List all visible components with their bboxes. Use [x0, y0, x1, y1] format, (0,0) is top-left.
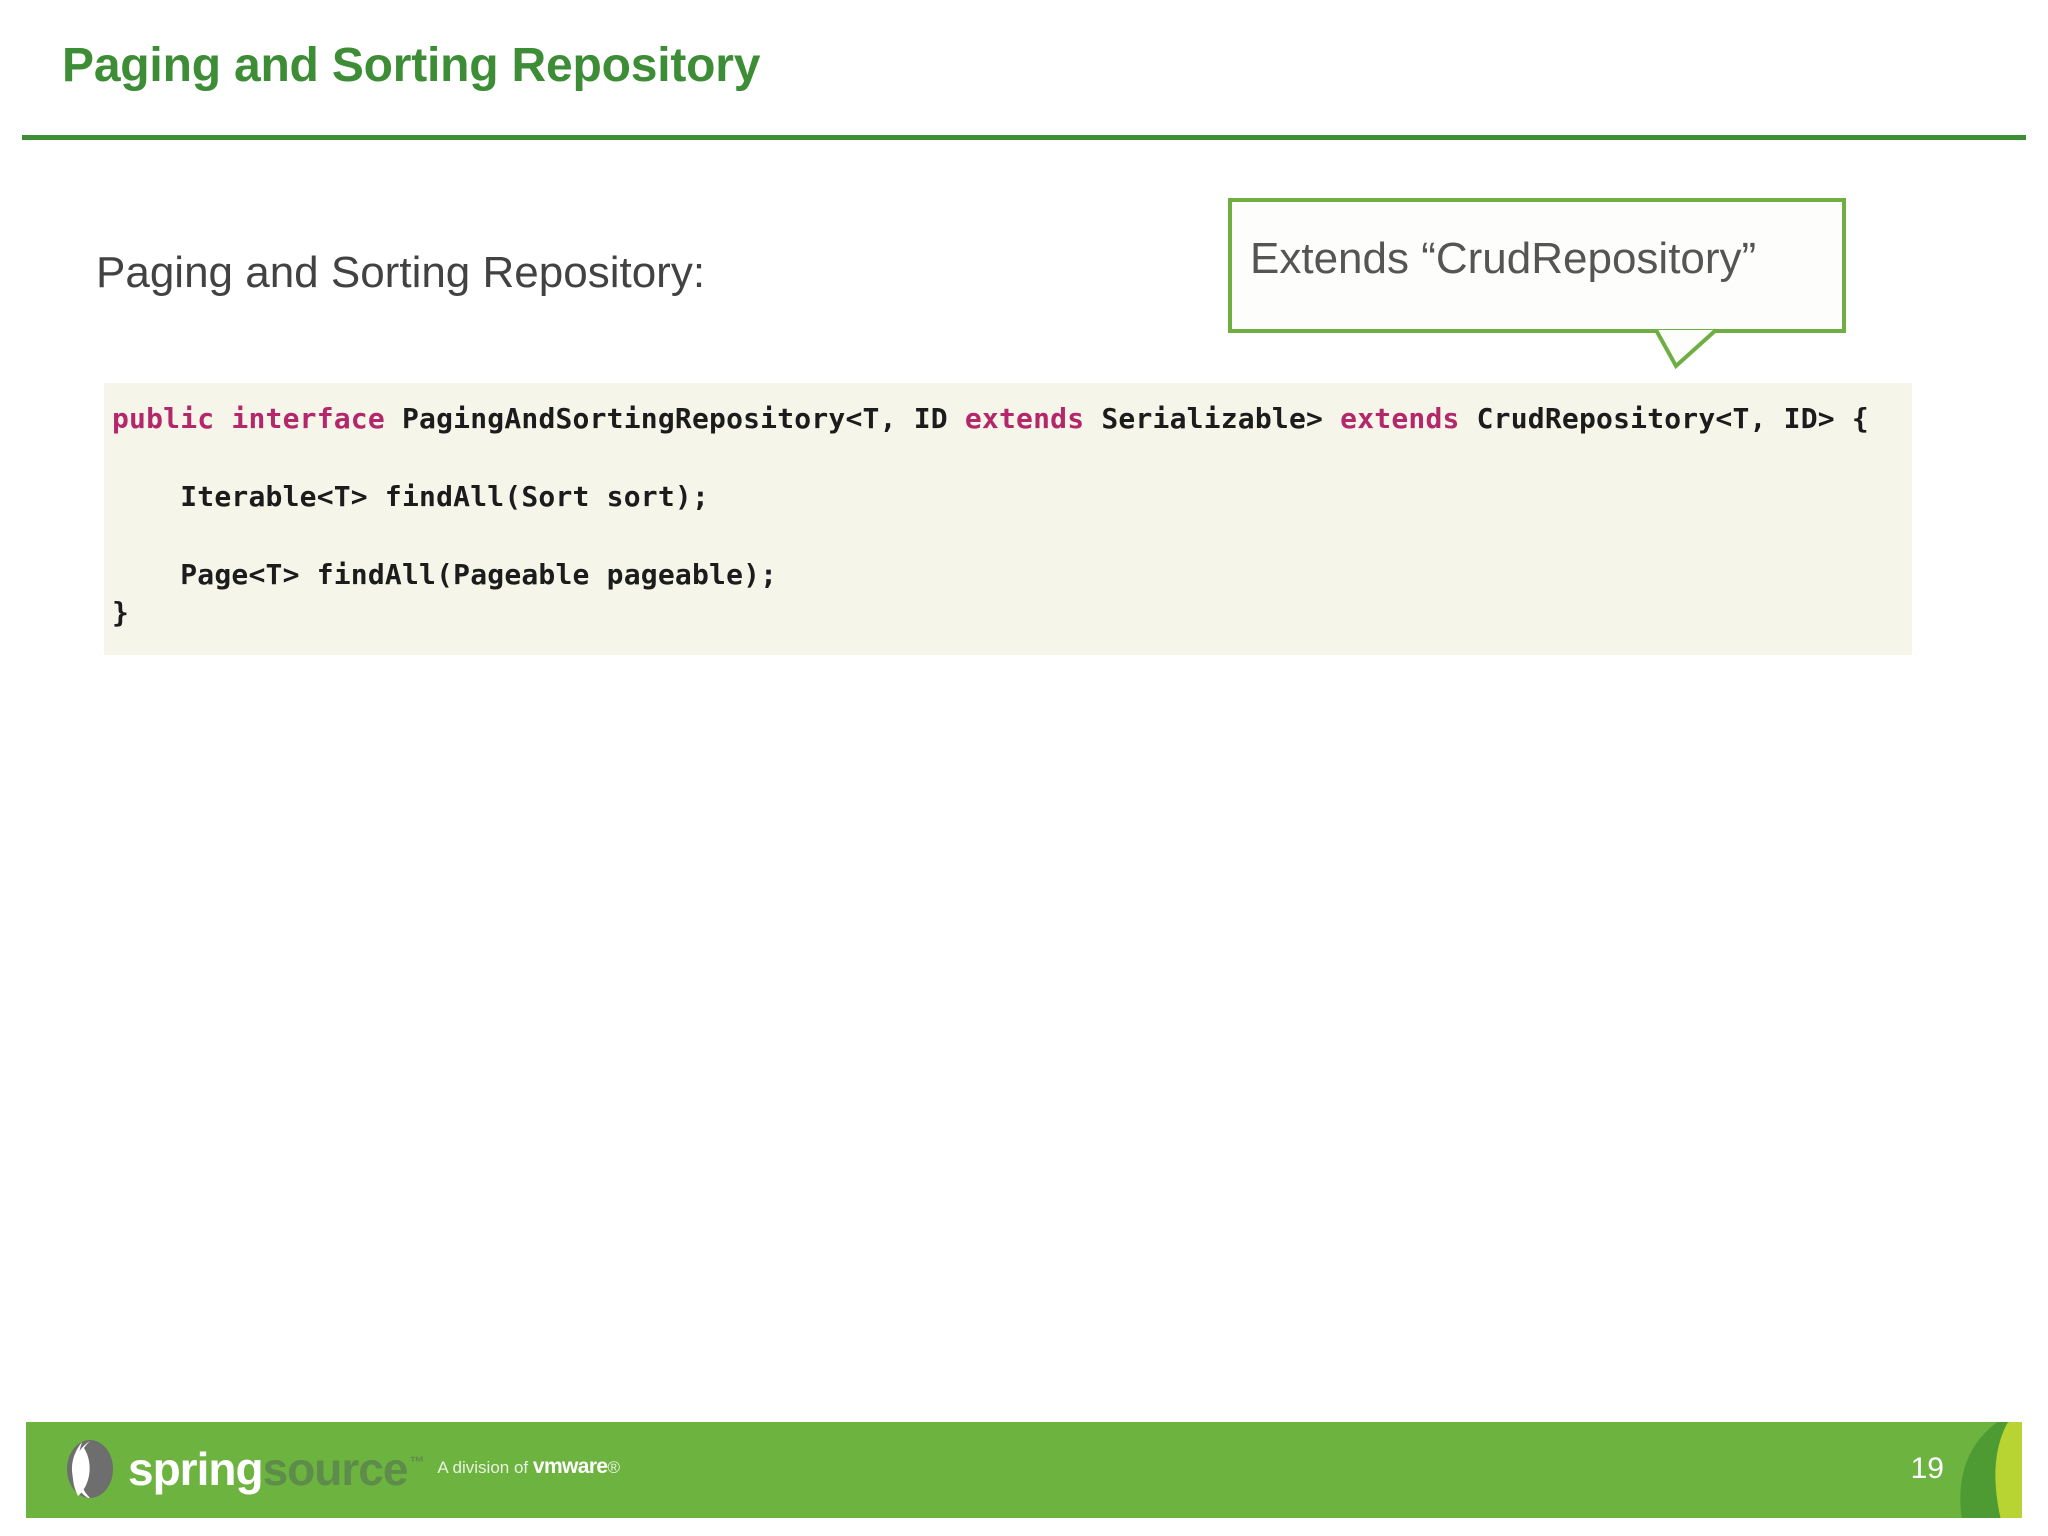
code-keyword-extends-2: extends [1340, 402, 1460, 435]
vmware-brand-text: vmware [532, 1455, 608, 1478]
subtitle-text: Paging and Sorting Repository: [96, 248, 706, 297]
callout-tail-icon [1654, 328, 1718, 370]
logo-spring-text: spring [128, 1443, 264, 1495]
code-keyword-extends-1: extends [964, 402, 1085, 435]
callout-text: Extends “CrudRepository” [1250, 234, 1757, 283]
leaf-decoration-icon [1960, 1422, 2022, 1518]
division-suffix-text: ® [607, 1458, 621, 1477]
division-prefix-text: A division of [437, 1458, 533, 1477]
code-text-1c: CrudRepository<T, ID> { [1459, 402, 1869, 435]
code-line-4: } [112, 596, 130, 629]
division-tagline: A division of vmware® [437, 1455, 620, 1479]
logo-trademark: ™ [409, 1454, 424, 1471]
spring-leaf-icon [67, 1440, 113, 1498]
code-line-3: Page<T> findAll(Pageable pageable); [112, 558, 778, 591]
title-divider [22, 135, 2026, 140]
code-block: public interface PagingAndSortingReposit… [104, 383, 1912, 655]
callout-box: Extends “CrudRepository” [1228, 198, 1846, 333]
code-line-1: public interface PagingAndSortingReposit… [112, 405, 1869, 433]
logo-source-text: source [262, 1443, 409, 1495]
page-number: 19 [1910, 1452, 1944, 1485]
page-title: Paging and Sorting Repository [62, 39, 761, 92]
code-line-2: Iterable<T> findAll(Sort sort); [112, 480, 710, 513]
callout-balloon: Extends “CrudRepository” [1228, 198, 1848, 370]
code-text-1b: Serializable> [1084, 402, 1341, 435]
code-keyword-public-interface: public interface [112, 402, 385, 435]
code-text-1a: PagingAndSortingRepository<T, ID [384, 402, 965, 435]
